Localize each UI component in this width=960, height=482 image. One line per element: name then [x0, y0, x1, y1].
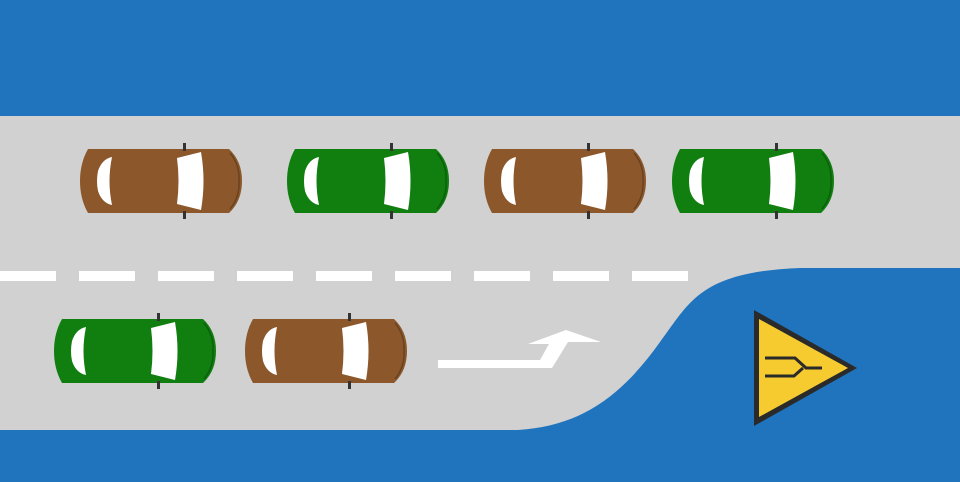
car	[79, 142, 243, 220]
car	[244, 312, 408, 390]
car	[286, 142, 450, 220]
car	[53, 312, 217, 390]
car	[671, 142, 835, 220]
car	[483, 142, 647, 220]
lane-merge-warning-icon	[754, 310, 857, 426]
lane-divider	[0, 271, 688, 281]
turn-left-arrow-icon	[438, 330, 601, 368]
